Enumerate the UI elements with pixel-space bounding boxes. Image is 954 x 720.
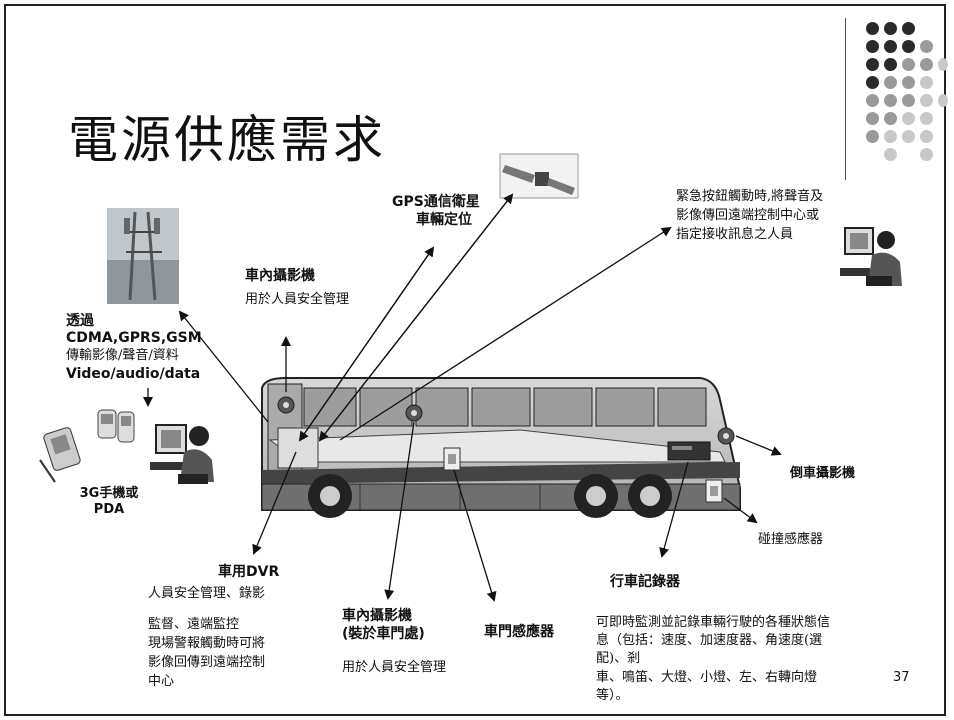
cell-tower-icon xyxy=(107,208,179,304)
via-label: 透過 xyxy=(66,313,94,329)
transmit-label: 傳輸影像/聲音/資料 xyxy=(66,348,179,363)
page-number: 37 xyxy=(893,670,910,685)
decor-divider xyxy=(845,18,846,180)
camera-icon xyxy=(277,396,295,414)
monitor-operator-icon xyxy=(150,424,214,484)
reverse-camera-label: 倒車攝影機 xyxy=(790,466,856,481)
dvr-desc-1: 人員安全管理、錄影 xyxy=(148,586,266,601)
phone-label: 3G手機或 PDA xyxy=(79,486,139,518)
door-camera-desc: 用於人員安全管理 xyxy=(342,660,447,675)
monitor-operator-icon xyxy=(840,227,902,286)
dvr-desc: 監督、遠端監控 現場警報觸動時可將 影像回傳到遠端控制 中心 xyxy=(148,617,266,689)
camera-icon xyxy=(717,427,735,445)
network-label: CDMA,GPRS,GSM xyxy=(66,330,202,346)
phone-icon xyxy=(97,409,135,443)
camera-in-title: 車內攝影機 xyxy=(245,268,315,284)
camera-icon xyxy=(405,404,423,422)
gps-label: GPS通信衛星 車輛定位 xyxy=(392,194,480,228)
sensor-icon xyxy=(705,479,723,503)
satellite-icon xyxy=(499,153,579,199)
emergency-note: 緊急按鈕觸動時,將聲音及 影像傳回遠端控制中心或 指定接收訊息之人員 xyxy=(676,189,824,242)
recorder-title: 行車記錄器 xyxy=(610,574,680,590)
door-sensor-label: 車門感應器 xyxy=(484,624,554,640)
collision-sensor-label: 碰撞感應器 xyxy=(758,532,824,547)
sensor-icon xyxy=(443,447,461,471)
slide-frame xyxy=(4,4,946,716)
slide-title: 電源供應需求 xyxy=(68,111,386,169)
recorder-icon xyxy=(667,441,711,461)
dvr-title: 車用DVR xyxy=(218,564,280,580)
camera-in-desc: 用於人員安全管理 xyxy=(245,292,350,307)
recorder-desc: 可即時監測並記錄車輛行駛的各種狀態信 息（包括：速度、加速度器、角速度(選 配)… xyxy=(596,615,831,703)
pda-icon xyxy=(39,427,81,483)
door-camera-title: 車內攝影機 (裝於車門處) xyxy=(342,608,425,642)
transmit-en-label: Video/audio/data xyxy=(66,366,201,382)
connector-arrows xyxy=(143,193,782,602)
bus-icon xyxy=(261,377,741,518)
